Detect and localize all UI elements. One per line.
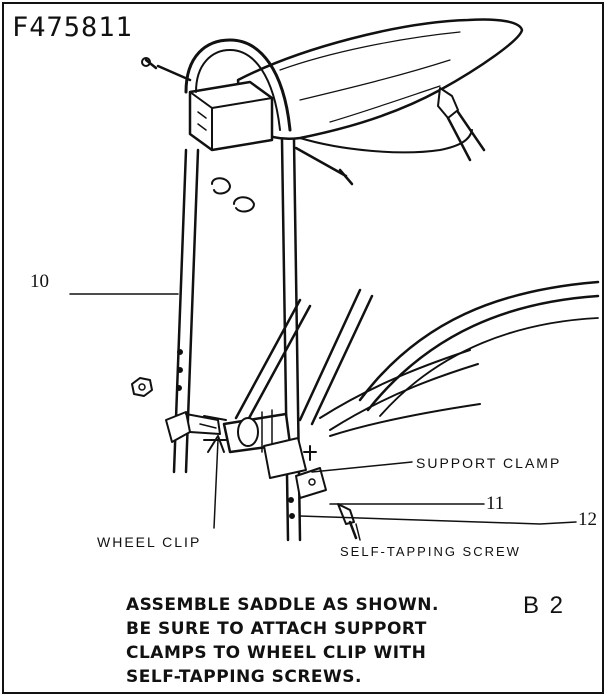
saddle-shading bbox=[279, 31, 461, 123]
frame-clips bbox=[211, 177, 255, 213]
assembly-instructions: ASSEMBLE SADDLE AS SHOWN. BE SURE TO ATT… bbox=[126, 593, 439, 689]
saddle-screws bbox=[141, 57, 354, 186]
saddle-top bbox=[236, 18, 524, 141]
leader-12 bbox=[299, 515, 577, 525]
arrow-wheel-clip bbox=[207, 435, 225, 453]
instruction-line: CLAMPS TO WHEEL CLIP WITH bbox=[126, 643, 427, 663]
saddle-nose-hardware bbox=[437, 87, 459, 119]
instruction-line: SELF-TAPPING SCREWS. bbox=[126, 667, 362, 687]
leader-wheel-clip bbox=[213, 439, 219, 529]
saddle bbox=[236, 18, 524, 162]
leader-screw bbox=[355, 523, 361, 541]
leader-lines bbox=[69, 293, 577, 541]
callout-12: 12 bbox=[578, 509, 597, 530]
self-tapping-screw-part bbox=[337, 503, 358, 540]
bicycle-frame bbox=[234, 288, 481, 437]
frame-tube-1 bbox=[234, 298, 312, 422]
label-support-clamp: SUPPORT CLAMP bbox=[416, 455, 562, 471]
callout-10: 10 bbox=[30, 271, 49, 292]
screw-left-saddle bbox=[144, 58, 192, 82]
instruction-line: BE SURE TO ATTACH SUPPORT bbox=[126, 619, 427, 639]
label-self-tapping-screw: SELF-TAPPING SCREW bbox=[340, 544, 521, 559]
instruction-line: ASSEMBLE SADDLE AS SHOWN. bbox=[126, 595, 439, 615]
wheel-clip-part bbox=[165, 411, 221, 443]
screw-right-saddle bbox=[294, 146, 354, 186]
callout-11: 11 bbox=[486, 493, 505, 514]
label-wheel-clip: WHEEL CLIP bbox=[97, 534, 202, 550]
saddle-skirt bbox=[299, 129, 473, 154]
rear-wheel bbox=[358, 280, 600, 417]
wheel-hub bbox=[203, 409, 292, 454]
wheel-nut bbox=[131, 377, 153, 397]
leader-support-clamp bbox=[311, 461, 413, 473]
part-number: F475811 bbox=[12, 12, 133, 43]
frame-tube-2 bbox=[298, 288, 374, 426]
support-clamp-part bbox=[263, 437, 327, 499]
saddle-rear-block bbox=[188, 80, 274, 152]
sheet-code: B 2 bbox=[523, 592, 566, 619]
seat-post-frame-tube bbox=[446, 110, 486, 162]
support-frame-hoop bbox=[184, 38, 292, 132]
